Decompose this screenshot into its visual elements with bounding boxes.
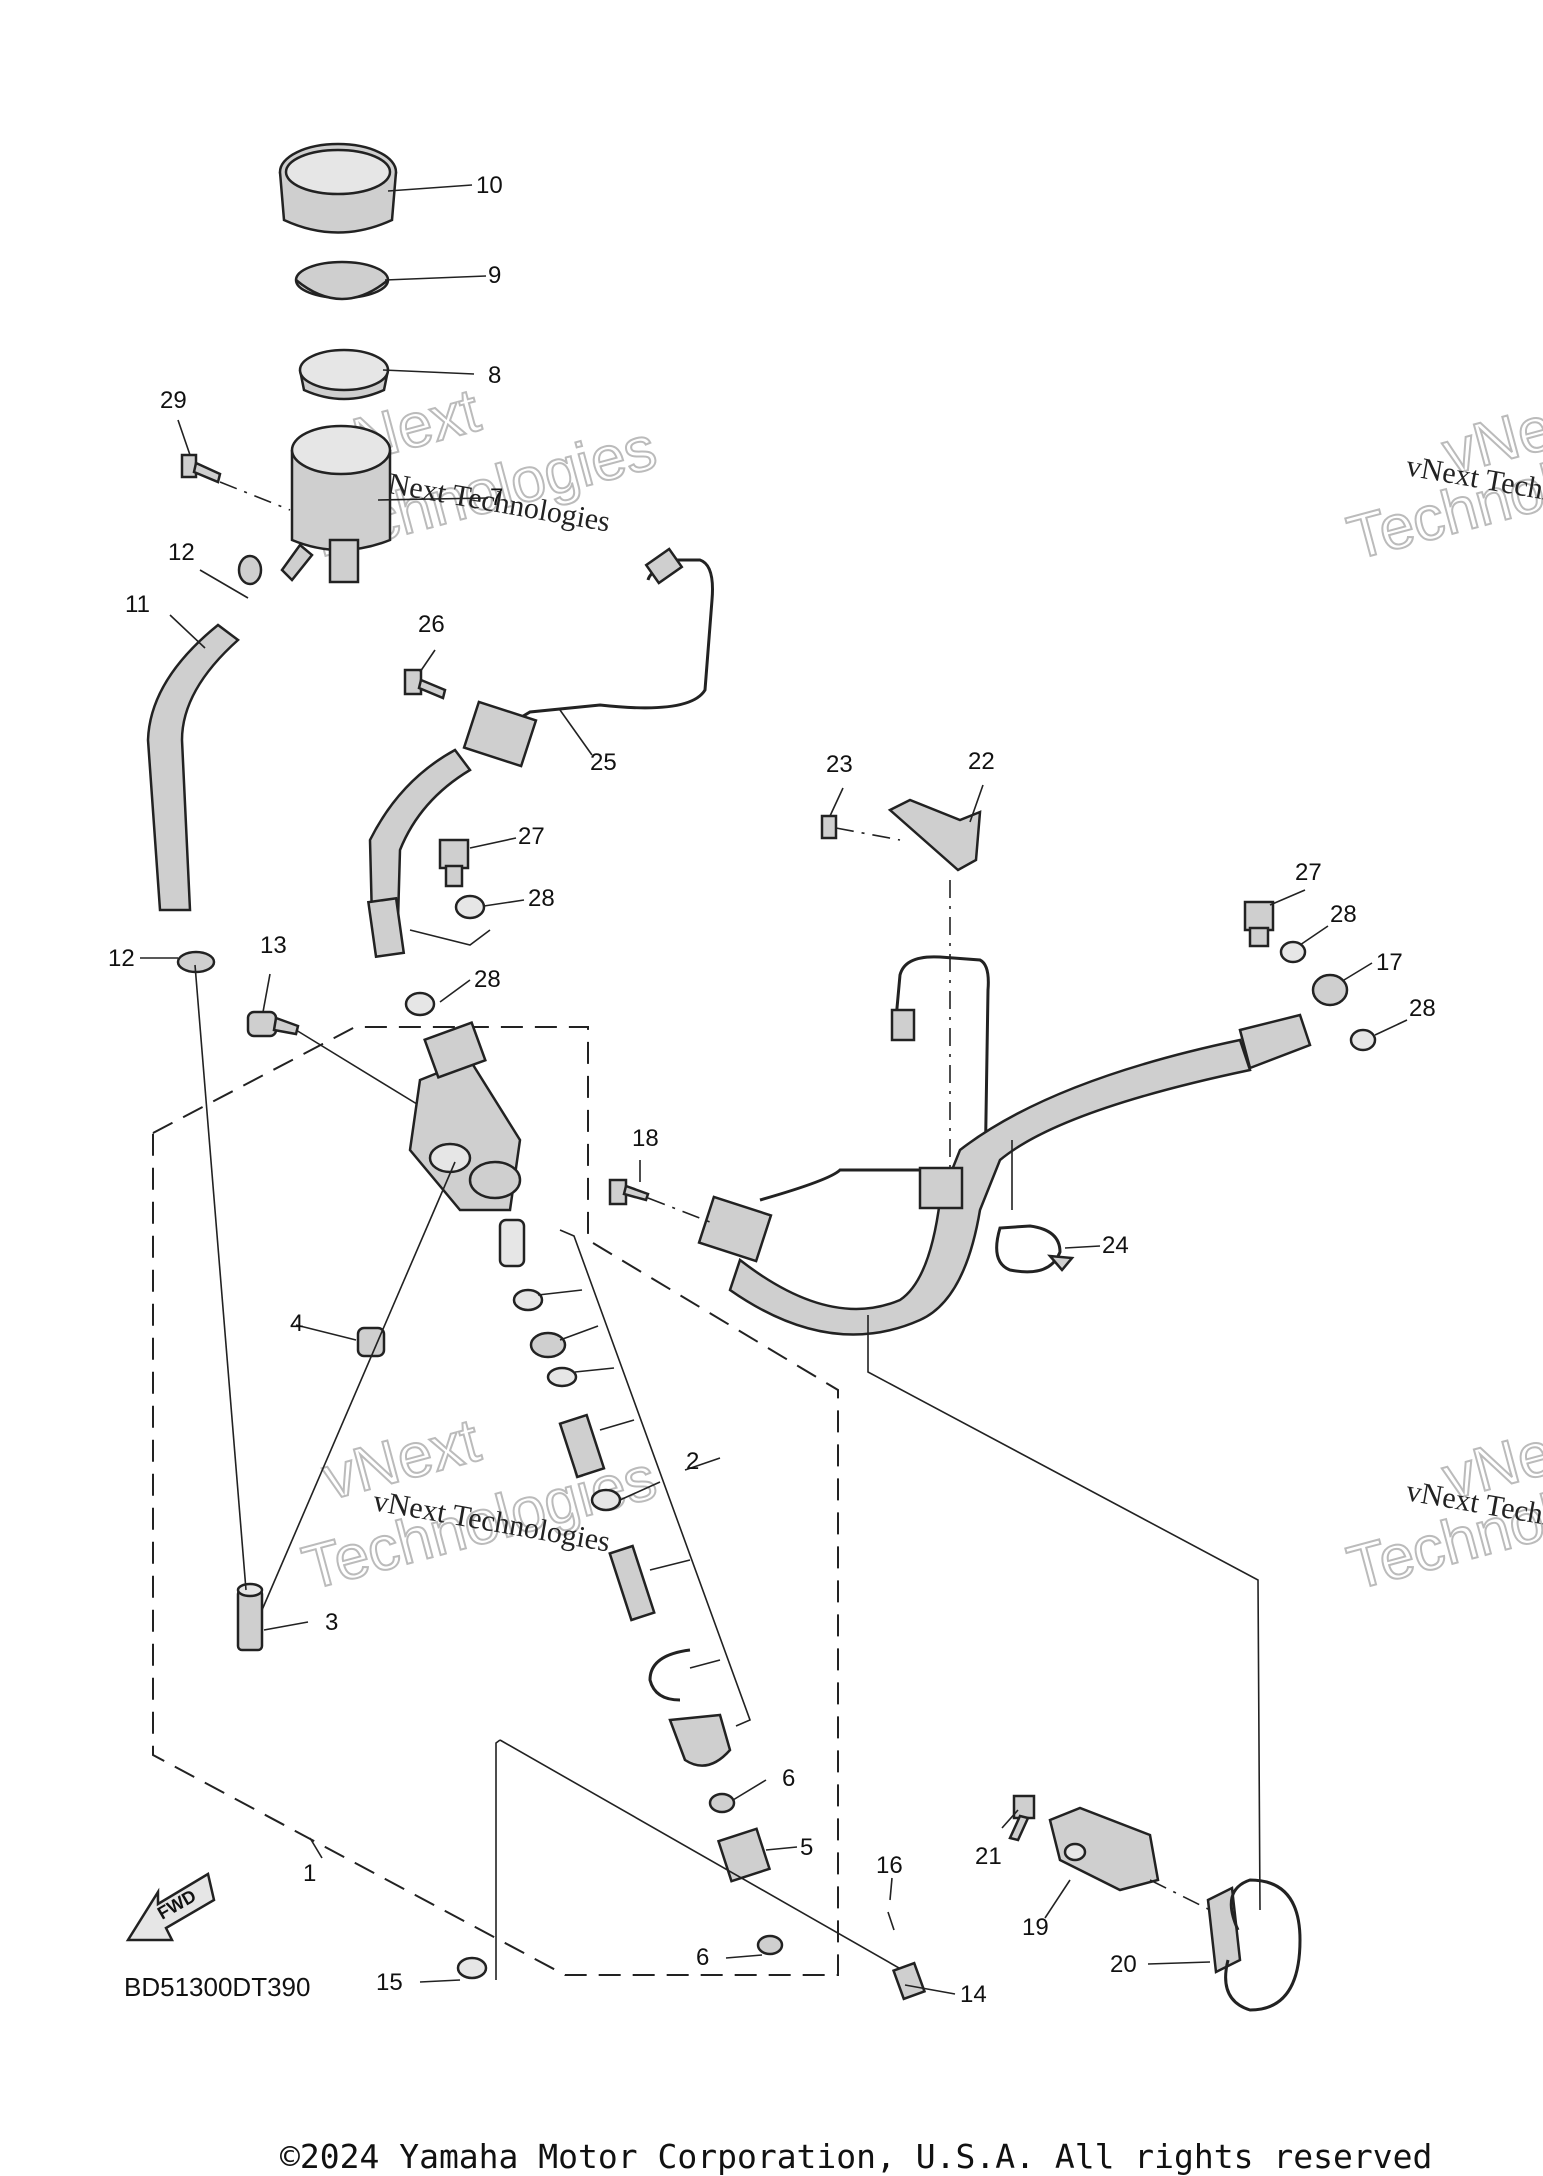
callout-29: 29 — [160, 387, 187, 414]
union-bolt-27-right — [1243, 900, 1275, 948]
callout-7: 7 — [490, 484, 503, 511]
diaphragm — [298, 348, 390, 401]
diaphragm-plate — [294, 260, 390, 301]
callout-3: 3 — [325, 1609, 338, 1636]
callout-9: 9 — [488, 262, 501, 289]
guide-20 — [867, 1315, 1261, 1911]
guide-3-4 — [261, 1161, 456, 1611]
callout-1: 1 — [303, 1860, 316, 1887]
callout-13: 13 — [260, 932, 287, 959]
callout-21: 21 — [975, 1843, 1002, 1870]
bolt-18 — [608, 1178, 650, 1206]
bolt-21 — [1008, 1794, 1036, 1842]
guide-13 — [295, 1029, 431, 1113]
guide-23 — [835, 827, 901, 841]
callout-28-d: 28 — [1409, 995, 1436, 1022]
diagram-code: BD51300DT390 — [124, 1972, 310, 2002]
callout-28-a: 28 — [528, 885, 555, 912]
bolt-13 — [246, 1010, 300, 1038]
guide-14 — [499, 1739, 921, 1981]
callout-23: 23 — [826, 751, 853, 778]
gasket-28-c — [1279, 940, 1307, 964]
master-cylinder-body — [408, 1021, 522, 1212]
callout-27-left: 27 — [518, 823, 545, 850]
gasket-28-a — [454, 894, 486, 920]
callout-19: 19 — [1022, 1914, 1049, 1941]
callout-labels: 10 9 8 7 29 12 11 26 25 27 28 28 13 12 4… — [108, 172, 1436, 2008]
brake-hose-right — [697, 955, 1312, 1336]
callout-16: 16 — [876, 1852, 903, 1879]
reservoir-tank — [280, 424, 392, 584]
kit-bracket — [559, 1229, 752, 1727]
bracket-22 — [887, 798, 982, 872]
piston-kit — [498, 1218, 732, 1767]
cotter-16 — [887, 1911, 895, 1931]
bolt-26 — [403, 668, 447, 700]
callout-27-right: 27 — [1295, 859, 1322, 886]
guide-28 — [409, 929, 491, 946]
leader-lines — [140, 184, 1408, 1995]
guide-18 — [647, 1197, 711, 1223]
callout-26: 26 — [418, 611, 445, 638]
callout-14: 14 — [960, 1981, 987, 2008]
copyright-text: ©2024 Yamaha Motor Corporation, U.S.A. A… — [280, 2137, 1432, 2176]
callout-10: 10 — [476, 172, 503, 199]
reservoir-cap — [278, 142, 398, 234]
callout-8: 8 — [488, 362, 501, 389]
bracket-19 — [1048, 1806, 1160, 1892]
guide-15 — [495, 1739, 501, 1980]
assembly-outline — [152, 1026, 839, 1976]
callout-5: 5 — [800, 1834, 813, 1861]
callout-25: 25 — [590, 749, 617, 776]
callout-11: 11 — [125, 591, 150, 618]
hose-clamp-24 — [995, 1224, 1075, 1274]
pin-3 — [236, 1582, 264, 1652]
callout-22: 22 — [968, 748, 995, 775]
fitting-17 — [1311, 973, 1349, 1007]
callout-4: 4 — [290, 1310, 303, 1337]
nut-6-top — [708, 1792, 736, 1814]
callout-20: 20 — [1110, 1951, 1137, 1978]
nut-6-bottom — [756, 1934, 784, 1956]
callout-24: 24 — [1102, 1232, 1129, 1259]
fwd-arrow-icon: FWD — [125, 1872, 216, 1942]
bolt-29 — [180, 453, 222, 484]
clevis-5 — [716, 1827, 772, 1883]
callout-28-b: 28 — [474, 966, 501, 993]
pin-14 — [891, 1961, 927, 2001]
callout-6-top: 6 — [782, 1765, 795, 1792]
guide-3-hose — [194, 964, 247, 1591]
callout-17: 17 — [1376, 949, 1403, 976]
bolt-23 — [820, 814, 838, 840]
guide-20-part — [1206, 1878, 1302, 2012]
callout-12-top: 12 — [168, 539, 195, 566]
kit-bracket-ticks — [537, 1289, 721, 1669]
guide-19 — [1149, 1879, 1211, 1911]
callout-15: 15 — [376, 1969, 403, 1996]
brake-pipe — [366, 547, 714, 959]
gasket-28-b — [404, 991, 436, 1017]
reservoir-hose — [146, 554, 263, 974]
clip-4 — [356, 1326, 386, 1358]
callout-28-c: 28 — [1330, 901, 1357, 928]
callout-18: 18 — [632, 1125, 659, 1152]
gasket-28-d — [1349, 1028, 1377, 1052]
callout-6-bottom: 6 — [696, 1944, 709, 1971]
guide-29 — [219, 481, 291, 511]
clip-15 — [456, 1956, 488, 1980]
callout-12-bottom: 12 — [108, 945, 135, 972]
callout-2: 2 — [686, 1448, 699, 1475]
union-bolt-27-left — [438, 838, 470, 888]
